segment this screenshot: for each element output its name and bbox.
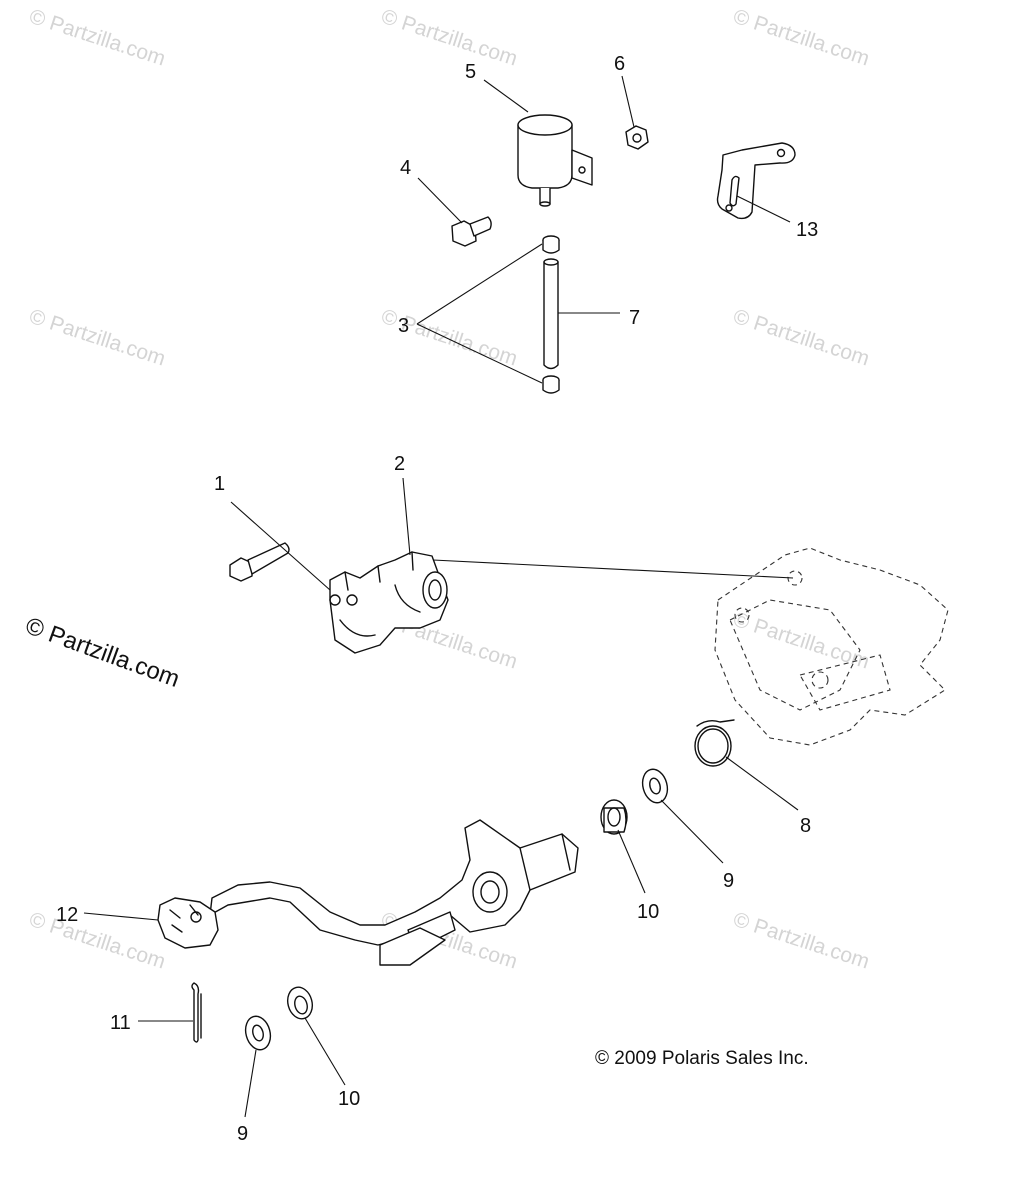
watermark: © Partzilla.com (378, 5, 520, 71)
leader-6 (621, 75, 635, 128)
callout-7: 7 (629, 307, 640, 329)
watermark: © Partzilla.com (730, 908, 872, 974)
callout-5: 5 (465, 61, 476, 83)
leader-8 (725, 756, 799, 811)
part-11-cotter-pin (191, 982, 202, 1043)
ghost-mounting-frame (714, 547, 949, 746)
part-9-washer-upper (641, 768, 669, 804)
leader-5 (483, 79, 529, 113)
callout-9-upper: 9 (723, 870, 734, 892)
callout-6: 6 (614, 53, 625, 75)
leader-2 (402, 477, 411, 556)
leader-3-top (416, 243, 543, 325)
leader-2-frame (432, 559, 794, 579)
watermark: © Partzilla.com (26, 305, 168, 371)
callout-11: 11 (110, 1012, 131, 1034)
watermark: © Partzilla.com (730, 305, 872, 371)
leader-12 (83, 912, 159, 921)
callout-2: 2 (394, 453, 405, 475)
part-1-bolt (229, 542, 290, 582)
brake-pedal-arm (209, 819, 579, 966)
part-5-reservoir (517, 114, 593, 207)
part-7-hose (543, 258, 559, 370)
part-3-fitting-top (542, 235, 560, 254)
watermark: © Partzilla.com (730, 5, 872, 71)
leader-9-upper (660, 799, 724, 864)
callout-12: 12 (56, 904, 78, 926)
leader-10-upper (617, 829, 646, 894)
callout-3: 3 (398, 315, 409, 337)
callout-1: 1 (214, 473, 225, 495)
part-4-bolt (451, 216, 492, 247)
leader-9-lower (244, 1049, 257, 1118)
leader-lines (83, 75, 799, 1118)
part-10-bushing-lower (286, 986, 314, 1020)
part-2-master-cylinder (329, 551, 449, 654)
leader-10-lower (304, 1017, 346, 1086)
leader-4 (417, 177, 463, 224)
copyright-text: © 2009 Polaris Sales Inc. (595, 1048, 809, 1069)
watermark: © Partzilla.com (730, 608, 872, 674)
leader-1 (230, 501, 331, 591)
part-6-nut (625, 125, 649, 150)
callout-9-lower: 9 (237, 1123, 248, 1145)
leader-13 (736, 195, 791, 223)
callout-4: 4 (400, 157, 411, 179)
callouts: 5 6 4 13 3 7 1 2 8 9 10 12 11 10 9 (56, 53, 818, 1145)
callout-8: 8 (800, 815, 811, 837)
part-12-pedal-pad (157, 897, 219, 949)
part-10-bushing-upper (600, 799, 628, 835)
callout-13: 13 (796, 219, 818, 241)
part-9-washer-lower (244, 1015, 272, 1051)
part-13-bracket (716, 142, 796, 220)
side-watermark: © Partzilla.com (22, 612, 183, 693)
part-8-clamp (694, 719, 735, 767)
callout-10-lower: 10 (338, 1088, 360, 1110)
part-3-fitting-bottom (542, 375, 560, 394)
watermark: © Partzilla.com (26, 908, 168, 974)
callout-10-upper: 10 (637, 901, 659, 923)
watermark: © Partzilla.com (26, 5, 168, 71)
leader-3-bottom (416, 323, 543, 384)
